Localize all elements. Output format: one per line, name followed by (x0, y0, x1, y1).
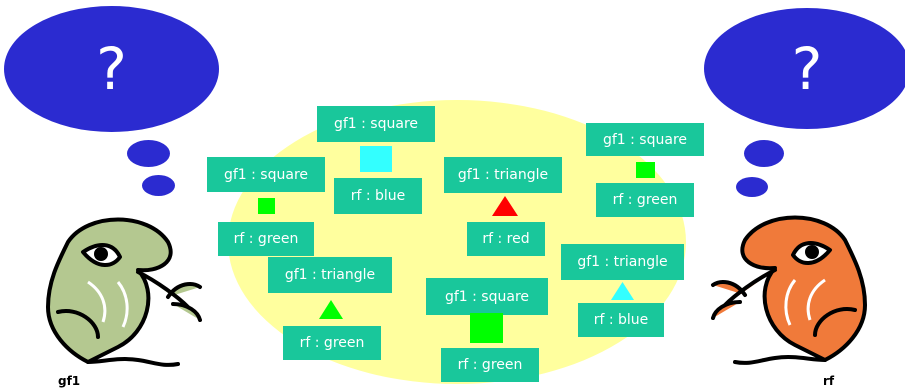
left-frog-image (46, 217, 202, 367)
rf-label: rf : blue (578, 303, 664, 337)
right-question-mark: ? (791, 34, 823, 103)
left-agent-label: gf1 (58, 374, 81, 388)
rf-label: rf : red (467, 222, 545, 256)
green-square (470, 313, 503, 343)
left-thought-dot-small (142, 175, 175, 196)
gf1-label: gf1 : square (317, 106, 435, 142)
left-thought-dot-large (127, 140, 170, 167)
green-square (258, 198, 275, 214)
left-thought-bubble: ? (4, 6, 219, 132)
rf-label: rf : green (218, 222, 314, 256)
right-thought-dot-small (736, 177, 768, 197)
rf-label: rf : green (283, 326, 381, 360)
gf1-label: gf1 : square (207, 157, 325, 192)
gf1-label: gf1 : square (426, 278, 548, 315)
right-thought-bubble: ? (704, 8, 905, 129)
gf1-label: gf1 : square (586, 123, 704, 156)
red-triangle (492, 196, 518, 216)
gf1-label: gf1 : triangle (561, 244, 684, 280)
gf1-label: gf1 : triangle (268, 257, 392, 293)
right-agent-label: rf (823, 374, 835, 388)
gf1-label: gf1 : triangle (444, 157, 562, 193)
right-frog-image (711, 215, 867, 365)
green-square (636, 162, 655, 178)
rf-label: rf : green (596, 183, 694, 217)
rf-label: rf : blue (334, 178, 422, 214)
rf-label: rf : green (441, 348, 539, 382)
cyan-square (360, 146, 392, 172)
cyan-triangle (611, 282, 634, 300)
right-thought-dot-large (744, 140, 784, 167)
left-question-mark: ? (96, 35, 127, 103)
green-triangle (319, 300, 343, 319)
